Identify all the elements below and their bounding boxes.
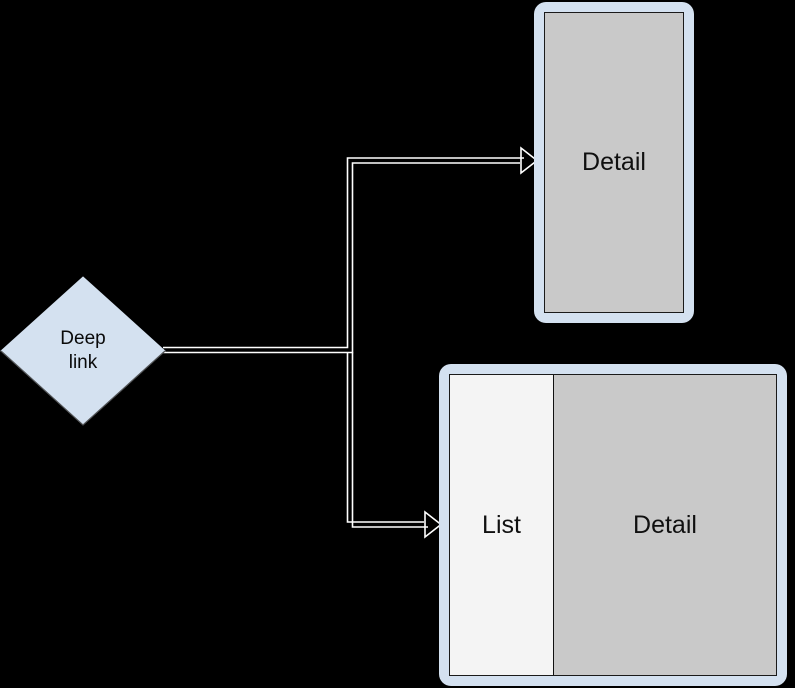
phone-screen: Detail (544, 12, 684, 313)
tablet-detail-label: Detail (633, 510, 697, 539)
node-phone-detail[interactable]: Detail (534, 2, 694, 323)
tablet-screen: List Detail (449, 374, 777, 676)
node-deep-link[interactable]: Deep link (0, 276, 166, 426)
edge-deeplink-to-tablet-list-detail (346, 352, 443, 539)
tablet-detail-pane[interactable]: Detail (554, 375, 776, 675)
diamond-shape (0, 276, 166, 426)
phone-detail-pane[interactable]: Detail (545, 13, 683, 312)
tablet-list-pane[interactable]: List (450, 375, 554, 675)
tablet-list-label: List (482, 510, 521, 539)
edge-deeplink-to-phone-detail (163, 146, 539, 354)
phone-detail-label: Detail (582, 148, 646, 176)
node-tablet-list-detail[interactable]: List Detail (439, 364, 787, 686)
